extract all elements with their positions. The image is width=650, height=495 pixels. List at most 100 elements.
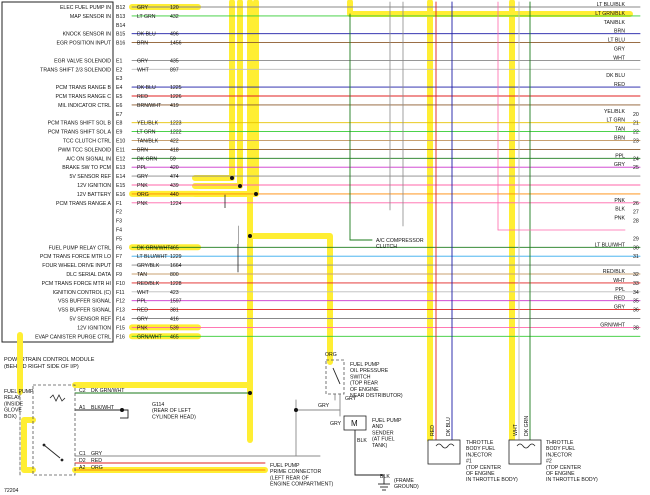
fuel-pump-sender-label-line: (AT FUEL [372, 437, 395, 443]
wire-color-code: GRY [137, 5, 149, 11]
right-pin-number: 36 [633, 308, 639, 314]
relay-pin-id: A1 [79, 405, 85, 411]
pcm-pin-id: E4 [116, 85, 122, 91]
wire-color-gry-3: GRY [330, 421, 342, 427]
pcm-pin-label: PCM TRANS SHIFT SOL A [48, 130, 112, 136]
fuel-pump-relay-box [32, 384, 76, 476]
injector-2-label-line: (TOP CENTER [546, 465, 581, 471]
right-pin-number: 21 [633, 121, 639, 127]
fuel-pump-relay-label-line: (INSIDE [4, 401, 24, 407]
right-pin-number: 22 [633, 130, 639, 136]
pcm-pin-label: IGNITION CONTROL (C) [53, 290, 112, 296]
wire-color-inj2-dkgrn: DK GRN [524, 416, 530, 436]
g114-ground-label-line: CYLINDER HEAD) [152, 414, 196, 420]
circuit-number: 800 [170, 272, 179, 278]
pcm-pin-label: 12V IGNITION [77, 183, 111, 189]
splice-dot-4 [238, 184, 242, 188]
pcm-pin-label: EGR POSITION INPUT [57, 41, 112, 47]
injector-1-label-line: INJECTOR [466, 452, 492, 458]
circuit-number: 897 [170, 67, 179, 73]
pcm-pin-label: 12V BATTERY [77, 192, 112, 198]
wire-color-gry-1: GRY [318, 403, 330, 409]
right-wire-color-code: PNK [614, 198, 625, 204]
relay-switch-icon [43, 444, 61, 459]
pcm-pin-label: DLC SERIAL DATA [66, 272, 111, 278]
pcm-pin-id: E6 [116, 103, 122, 109]
wire-color-code: GRY [137, 317, 149, 323]
wire-color-code: YEL/BLK [137, 121, 159, 127]
injector-1-icon [427, 439, 461, 465]
pcm-pin-id: E2 [116, 67, 122, 73]
splice-dot-0 [248, 234, 252, 238]
fuel-pump-relay-label-line: GLOVE [4, 408, 22, 414]
circuit-number: 1226 [170, 94, 182, 100]
pcm-pin-id: F12 [116, 299, 125, 305]
right-pin-number: 35 [633, 299, 639, 305]
fuel-pump-sender-label-line: TANK) [372, 443, 387, 449]
circuit-number: 120 [170, 5, 179, 11]
pcm-pin-label: VSS BUFFER SIGNAL [58, 308, 111, 314]
circuit-number: 465 [170, 245, 179, 251]
splice-dot-1 [248, 391, 252, 395]
g114-ground-label-line: (REAR OF LEFT [152, 408, 192, 414]
circuit-number: 1456 [170, 41, 182, 47]
right-wire-color-code: YEL/BLK [604, 109, 626, 115]
injector-2-label-line: INJECTOR [546, 452, 572, 458]
pcm-pin-id: B15 [116, 32, 125, 38]
oil-pressure-switch-box [325, 359, 345, 395]
right-pin-number: 31 [633, 254, 639, 260]
wire-color-blk-1: BLK [357, 438, 367, 444]
wire-color-code: DK GRN/WHT [137, 245, 171, 251]
fuel-pump-sender-label-line: FUEL PUMP [372, 418, 402, 424]
wire-color-code: GRY/BLK [137, 263, 160, 269]
relay-coil-icon [49, 394, 66, 402]
pcm-pin-id: E8 [116, 121, 122, 127]
injector-1-label-line: IN THROTTLE BODY) [466, 477, 518, 483]
wire-color-code: GRY [137, 58, 149, 64]
pcm-pin-label: 5V SENSOR REF [69, 317, 111, 323]
highlight-path-6 [247, 0, 333, 365]
pcm-pin-label: PCM TRANS FORCE MTR LO [40, 254, 111, 260]
pcm-pin-label: EVAP CANISTER PURGE CTRL [35, 334, 111, 340]
right-pin-number: 33 [633, 281, 639, 287]
pcm-pin-label: BRAKE SW TO PCM [62, 165, 111, 171]
right-wire-color-code: BRN [614, 29, 625, 35]
pcm-pin-id: B14 [116, 23, 125, 29]
right-wire-color-code: GRN/WHT [600, 322, 626, 328]
right-pin-number: 30 [633, 245, 639, 251]
pcm-pin-label: TCC CLUTCH CTRL [63, 139, 111, 145]
wire-color-code: WHT [137, 290, 150, 296]
wire-color-code: PNK [137, 325, 148, 331]
pcm-pin-id: F3 [116, 219, 122, 225]
right-pin-number: 25 [633, 165, 639, 171]
circuit-number: 1222 [170, 130, 182, 136]
right-wire-color-code: BLK [615, 207, 625, 213]
motor-symbol-icon: M [351, 419, 358, 428]
injector-1-label-line: (TOP CENTER [466, 465, 501, 471]
relay-wire-color: DK GRN/WHT [91, 388, 125, 394]
right-wire-color-code: LT BLU/WHT [595, 242, 626, 248]
right-wire-color-code: GRY [614, 162, 626, 168]
pcm-pin-label: TRANS SHIFT 2/3 SOLENOID [40, 67, 111, 73]
relay-pin-id: C2 [79, 388, 86, 394]
wires-layer [17, 0, 641, 485]
pcm-pin-label: VSS BUFFER SIGNAL [58, 299, 111, 305]
pcm-pin-id: E16 [116, 192, 125, 198]
relay-wire-color: ORG [91, 465, 103, 471]
injector-2-label-line: BODY FUEL [546, 446, 575, 452]
pcm-pin-id: B13 [116, 14, 125, 20]
pcm-pin-label: MIL INDICATOR CTRL [58, 103, 111, 109]
circuit-number: 435 [170, 58, 179, 64]
wire-color-code: BRN [137, 147, 148, 153]
injector-1-label-line: OF ENGINE [466, 471, 495, 477]
circuit-number: 420 [170, 165, 179, 171]
wire-color-inj1-dkblu: DK BLU [446, 417, 452, 436]
wire-color-code: WHT [137, 67, 150, 73]
